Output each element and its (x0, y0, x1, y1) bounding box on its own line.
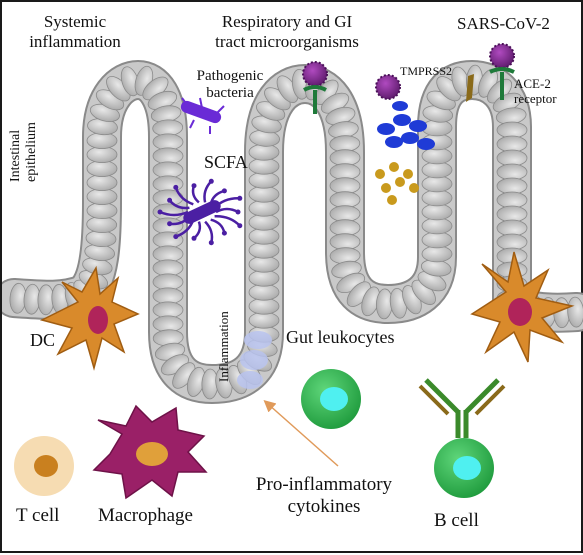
label-dc: DC (30, 330, 56, 350)
dendritic-cell-right (470, 251, 575, 363)
virus-particle-3 (489, 43, 515, 69)
label-ace2-receptor: ACE-2 receptor (514, 76, 557, 106)
tmprss2-protease (466, 74, 474, 102)
virus-particle-1 (302, 61, 328, 87)
virus-particle-2 (375, 74, 401, 100)
scfa-molecule (157, 178, 243, 246)
antibody-receptor (418, 378, 506, 438)
label-intestinal-epithelium: Intestinal epithelium (8, 122, 39, 182)
label-pro-inflammatory-cytokines: Pro-inflammatory cytokines (255, 474, 393, 517)
label-macrophage: Macrophage (98, 505, 193, 526)
label-respiratory-gi: Respiratory and GI tract microorganisms (215, 12, 359, 51)
label-scfa: SCFA (204, 152, 248, 172)
label-pathogenic-bacteria: Pathogenic bacteria (196, 68, 264, 101)
epithelial-cell (248, 241, 280, 259)
dendritic-cell-left (39, 265, 140, 371)
intestinal-epithelium-band (2, 60, 583, 404)
cytokine-arrow (263, 400, 339, 467)
label-inflammation: Inflammation (216, 311, 231, 382)
label-tmprss2: TMPRSS2 (400, 64, 453, 78)
gold-particle-cluster (375, 162, 419, 205)
label-systemic-inflammation: Systemic inflammation (29, 12, 121, 51)
pathogenic-bacterium (180, 97, 225, 134)
label-sars-cov-2: SARS-CoV-2 (457, 14, 550, 33)
ace2-receptor-2 (489, 67, 515, 100)
blue-particle-cluster (377, 101, 435, 150)
epithelial-cell (248, 143, 280, 161)
gut-leukocytes (237, 331, 272, 389)
label-gut-leukocytes: Gut leukocytes (286, 327, 395, 347)
epithelial-cell (86, 132, 118, 150)
b-cell (434, 438, 494, 498)
epithelial-cell (567, 296, 583, 328)
label-b-cell: B cell (434, 510, 479, 531)
epithelial-cells (9, 64, 583, 400)
label-t-cell: T cell (16, 505, 60, 526)
macrophage (92, 404, 208, 500)
ace2-receptor-1 (303, 85, 327, 114)
immune-cell-green (301, 369, 361, 429)
t-cell (14, 436, 74, 496)
